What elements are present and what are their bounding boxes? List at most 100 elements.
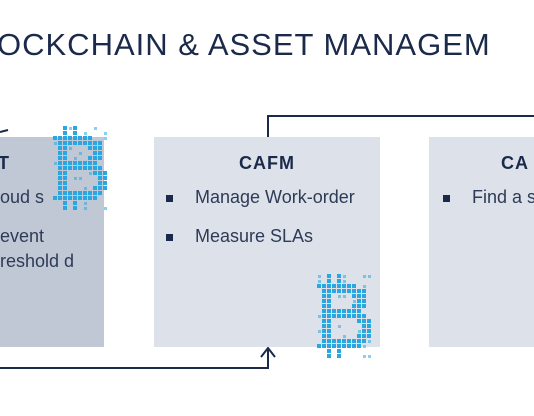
bitcoin-pixel [78,141,82,145]
card-cafm-title: CAFM [239,153,295,173]
bitcoin-pixel [337,314,341,318]
bitcoin-pixel [342,339,346,343]
bitcoin-scatter-pixel [74,177,77,180]
bitcoin-pixel [63,131,67,135]
bitcoin-pixel [73,126,77,130]
bitcoin-pixel [88,156,92,160]
bitcoin-pixel [78,191,82,195]
bitcoin-pixel [317,284,321,288]
bitcoin-pixel [93,141,97,145]
bitcoin-pixel [58,196,62,200]
bitcoin-pixel [332,344,336,348]
bitcoin-pixel [93,166,97,170]
bitcoin-pixel [362,324,366,328]
bitcoin-pixel [83,161,87,165]
bitcoin-pixel [327,344,331,348]
bitcoin-pixel [78,136,82,140]
bitcoin-pixel [367,324,371,328]
bitcoin-pixel [53,196,57,200]
bitcoin-pixel [357,344,361,348]
bitcoin-scatter-pixel [74,157,77,160]
bitcoin-pixel [332,314,336,318]
bitcoin-scatter-pixel [368,275,371,278]
bitcoin-pixel [352,344,356,348]
bitcoin-pixel [88,191,92,195]
card-cafm-bullets: Manage Work-order Measure SLAs [166,185,365,249]
bitcoin-pixel [342,284,346,288]
bitcoin-pixel [342,289,346,293]
bitcoin-pixel [63,196,67,200]
bitcoin-scatter-pixel [363,285,366,288]
bitcoin-pixel [103,176,107,180]
bitcoin-pixel [322,304,326,308]
bitcoin-pixel [58,166,62,170]
bitcoin-pixel [73,141,77,145]
bitcoin-pixel [352,309,356,313]
bullet-icon [443,195,450,202]
bitcoin-pixel [98,146,102,150]
bitcoin-pixel [58,161,62,165]
bitcoin-pixel [327,294,331,298]
bitcoin-pixel [73,166,77,170]
bitcoin-pixel [88,166,92,170]
bitcoin-scatter-pixel [69,127,72,130]
bitcoin-pixel [98,141,102,145]
bitcoin-pixel [337,339,341,343]
bitcoin-pixel [337,349,341,353]
bitcoin-pixel [342,309,346,313]
card-left-title: T [0,153,10,173]
bitcoin-scatter-pixel [343,280,346,283]
bitcoin-pixel [73,196,77,200]
bitcoin-pixel [58,181,62,185]
bitcoin-pixel [63,141,67,145]
bitcoin-scatter-pixel [338,295,341,298]
bitcoin-pixel [357,304,361,308]
bitcoin-pixel [352,294,356,298]
bitcoin-pixel [58,186,62,190]
card-right-bullets: Find a spare p [443,185,534,210]
bitcoin-pixel [327,279,331,283]
bitcoin-pixel [88,196,92,200]
bitcoin-pixel [58,171,62,175]
bullet-icon [166,234,173,241]
list-item: Measure SLAs [166,224,365,249]
bitcoin-pixel [327,334,331,338]
bitcoin-pixel [53,136,57,140]
bitcoin-pixel [68,141,72,145]
bitcoin-scatter-pixel [338,325,341,328]
list-item: oud s [0,187,45,207]
bitcoin-scatter-pixel [363,275,366,278]
bitcoin-pixel [357,299,361,303]
bitcoin-scatter-pixel [84,207,87,210]
bitcoin-pixel [362,329,366,333]
bitcoin-scatter-pixel [89,172,92,175]
bitcoin-pixel [322,344,326,348]
bitcoin-pixel [98,176,102,180]
bitcoin-pixel [73,161,77,165]
bitcoin-pixel [347,289,351,293]
bitcoin-pixel [362,304,366,308]
bitcoin-pixel [322,314,326,318]
bitcoin-pixel [347,344,351,348]
bitcoin-pixel [103,171,107,175]
bitcoin-pixel [58,141,62,145]
bitcoin-pixel [58,156,62,160]
arrow-head-icon [260,346,276,358]
bitcoin-pixel [327,319,331,323]
bitcoin-pixel [98,186,102,190]
bitcoin-pixel [93,196,97,200]
bitcoin-pixel [322,309,326,313]
bitcoin-pixel [322,294,326,298]
bitcoin-pixel [327,309,331,313]
diagram-title: OCKCHAIN & ASSET MANAGEM [0,27,491,62]
bitcoin-pixel [352,314,356,318]
bitcoin-pixel [58,191,62,195]
bitcoin-scatter-pixel [368,355,371,358]
bitcoin-pixel [347,284,351,288]
bitcoin-pixel [88,136,92,140]
bitcoin-pixel [83,191,87,195]
bitcoin-scatter-pixel [104,132,107,135]
bitcoin-pixel [93,186,97,190]
bitcoin-scatter-pixel [343,335,346,338]
